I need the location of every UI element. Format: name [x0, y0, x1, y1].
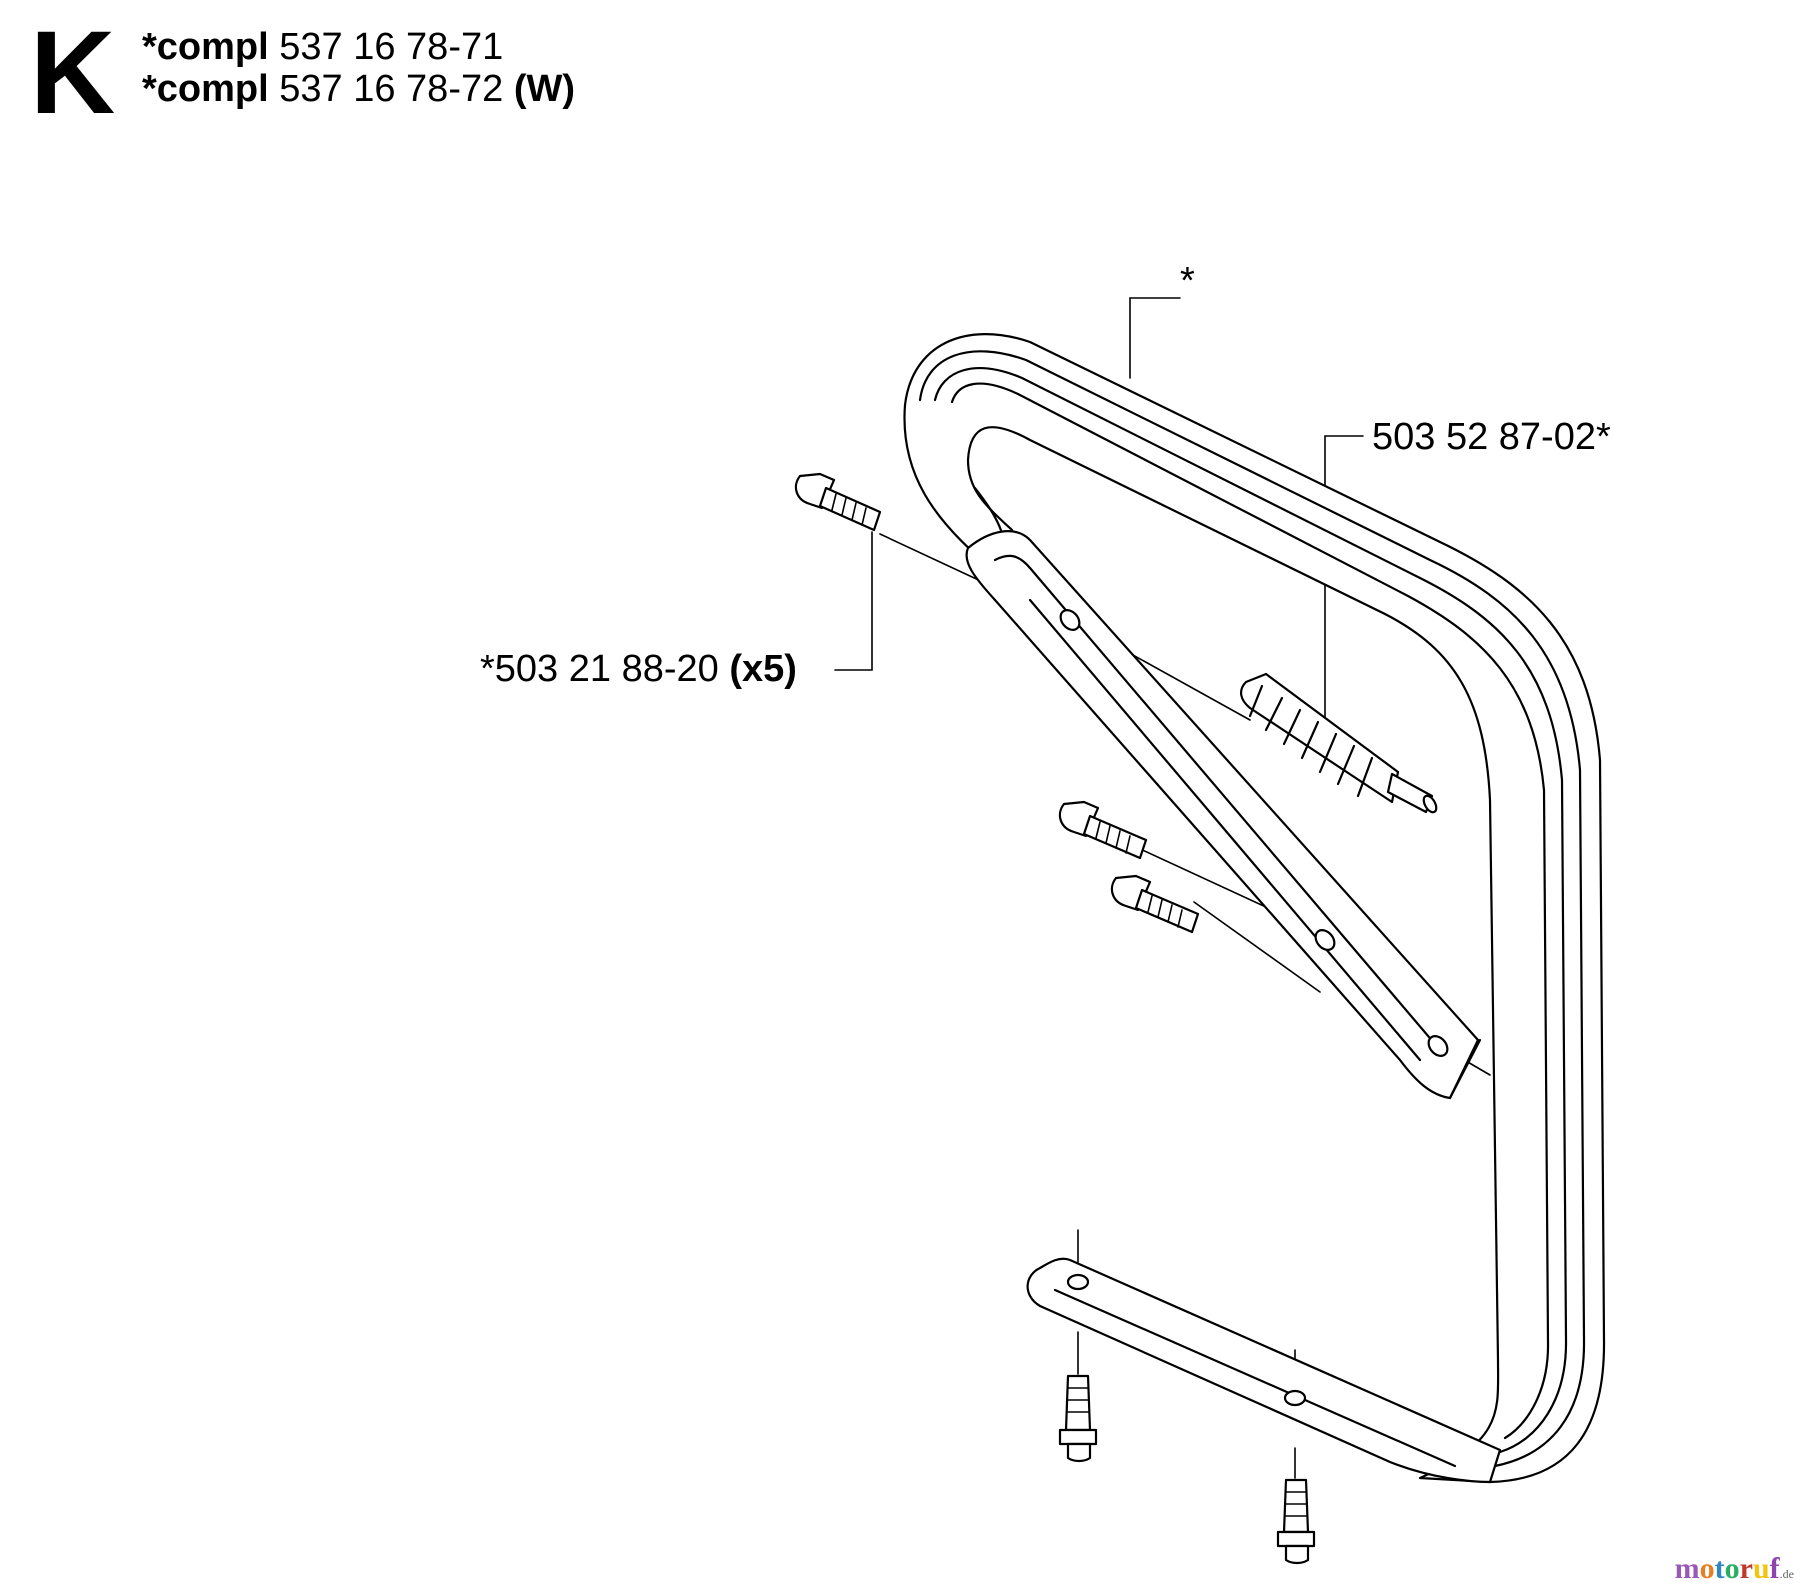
screw-bottom-1	[1058, 1374, 1098, 1463]
screw-middle-2	[1110, 874, 1200, 934]
watermark-letter: o	[1699, 1552, 1715, 1585]
watermark-letter: r	[1739, 1552, 1753, 1585]
watermark-logo: motoruf.de	[1675, 1552, 1794, 1586]
kit-part-number: 537 16 78-71	[279, 26, 504, 68]
screw-bottom-2	[1276, 1478, 1316, 1565]
kit-part-line-2: *compl 537 16 78-72 (W)	[142, 70, 575, 108]
kit-prefix: *compl	[142, 26, 269, 68]
watermark-letter: u	[1752, 1552, 1770, 1585]
handle-callout: *	[1180, 260, 1195, 302]
kit-variant-suffix: (W)	[513, 68, 575, 110]
screw-part-number: *503 21 88-20	[480, 648, 719, 690]
screw-top	[794, 472, 882, 532]
section-letter: K	[30, 7, 116, 139]
handle-brace	[965, 530, 1482, 1100]
screw-quantity: (x5)	[729, 648, 797, 690]
screw-callout: *503 21 88-20 (x5)	[480, 650, 797, 688]
watermark-letter: o	[1724, 1552, 1740, 1585]
kit-part-line-1: *compl 537 16 78-71	[142, 28, 503, 66]
damper-callout: 503 52 87-02*	[1372, 416, 1611, 458]
vibration-damper-spring	[1240, 672, 1438, 814]
kit-prefix: *compl	[142, 68, 269, 110]
kit-part-number: 537 16 78-72	[279, 68, 504, 110]
watermark-letter: t	[1714, 1552, 1725, 1585]
handle-base-plate	[1026, 1257, 1502, 1484]
watermark-letter: m	[1674, 1552, 1700, 1585]
watermark-text: motoruf	[1675, 1552, 1780, 1585]
front-handle-bar	[903, 333, 1606, 1484]
screw-middle-1	[1058, 800, 1148, 860]
watermark-suffix: .de	[1779, 1567, 1794, 1581]
watermark-letter: f	[1769, 1552, 1780, 1585]
